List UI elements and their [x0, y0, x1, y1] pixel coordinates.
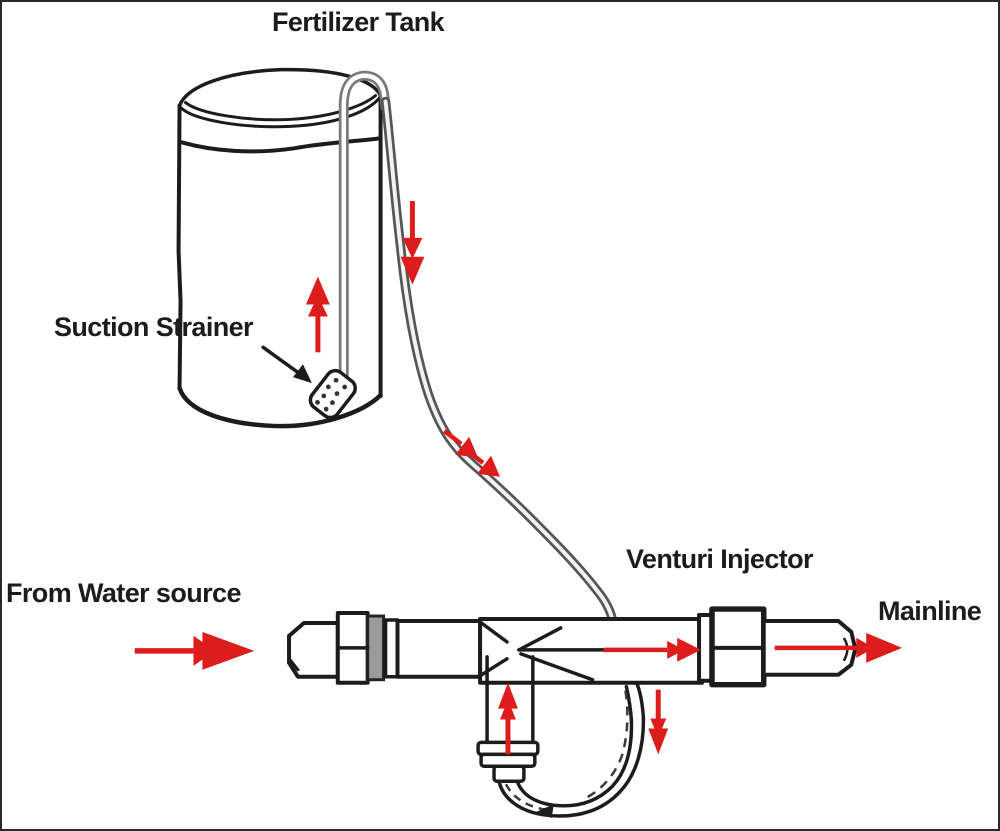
flow-arrow-tube-diagonal [442, 429, 500, 477]
flow-arrow-to-mainline [774, 632, 903, 663]
loop-hose [497, 682, 646, 819]
suction-tube [338, 70, 618, 625]
fertilizer-tank [176, 67, 383, 429]
flow-arrow-down-outside-tank [400, 201, 425, 285]
flow-arrow-water-inlet [134, 631, 255, 670]
flow-arrow-through-injector [603, 637, 702, 662]
flow-arrow-into-port [498, 682, 518, 755]
hose-end-arrowhead [535, 804, 554, 819]
from-water-source-label: From Water source [6, 578, 241, 608]
strainer-pointer-arrow [261, 345, 312, 384]
fertilizer-tank-label: Fertilizer Tank [272, 7, 445, 37]
flow-arrow-up-tank [305, 276, 330, 353]
injector-inlet-barrel [395, 619, 483, 679]
suction-strainer [308, 368, 357, 420]
venturi-injector-assembly [287, 606, 858, 783]
venturi-injector-label: Venturi Injector [626, 544, 814, 574]
flow-arrow-down-loop [648, 689, 669, 755]
mainline-label: Mainline [878, 596, 982, 626]
flow-arrows [134, 201, 903, 755]
water-level-line [179, 136, 382, 154]
union-nut-left [335, 611, 400, 685]
suction-strainer-label: Suction Strainer [54, 312, 254, 342]
union-nut-right [697, 606, 767, 688]
